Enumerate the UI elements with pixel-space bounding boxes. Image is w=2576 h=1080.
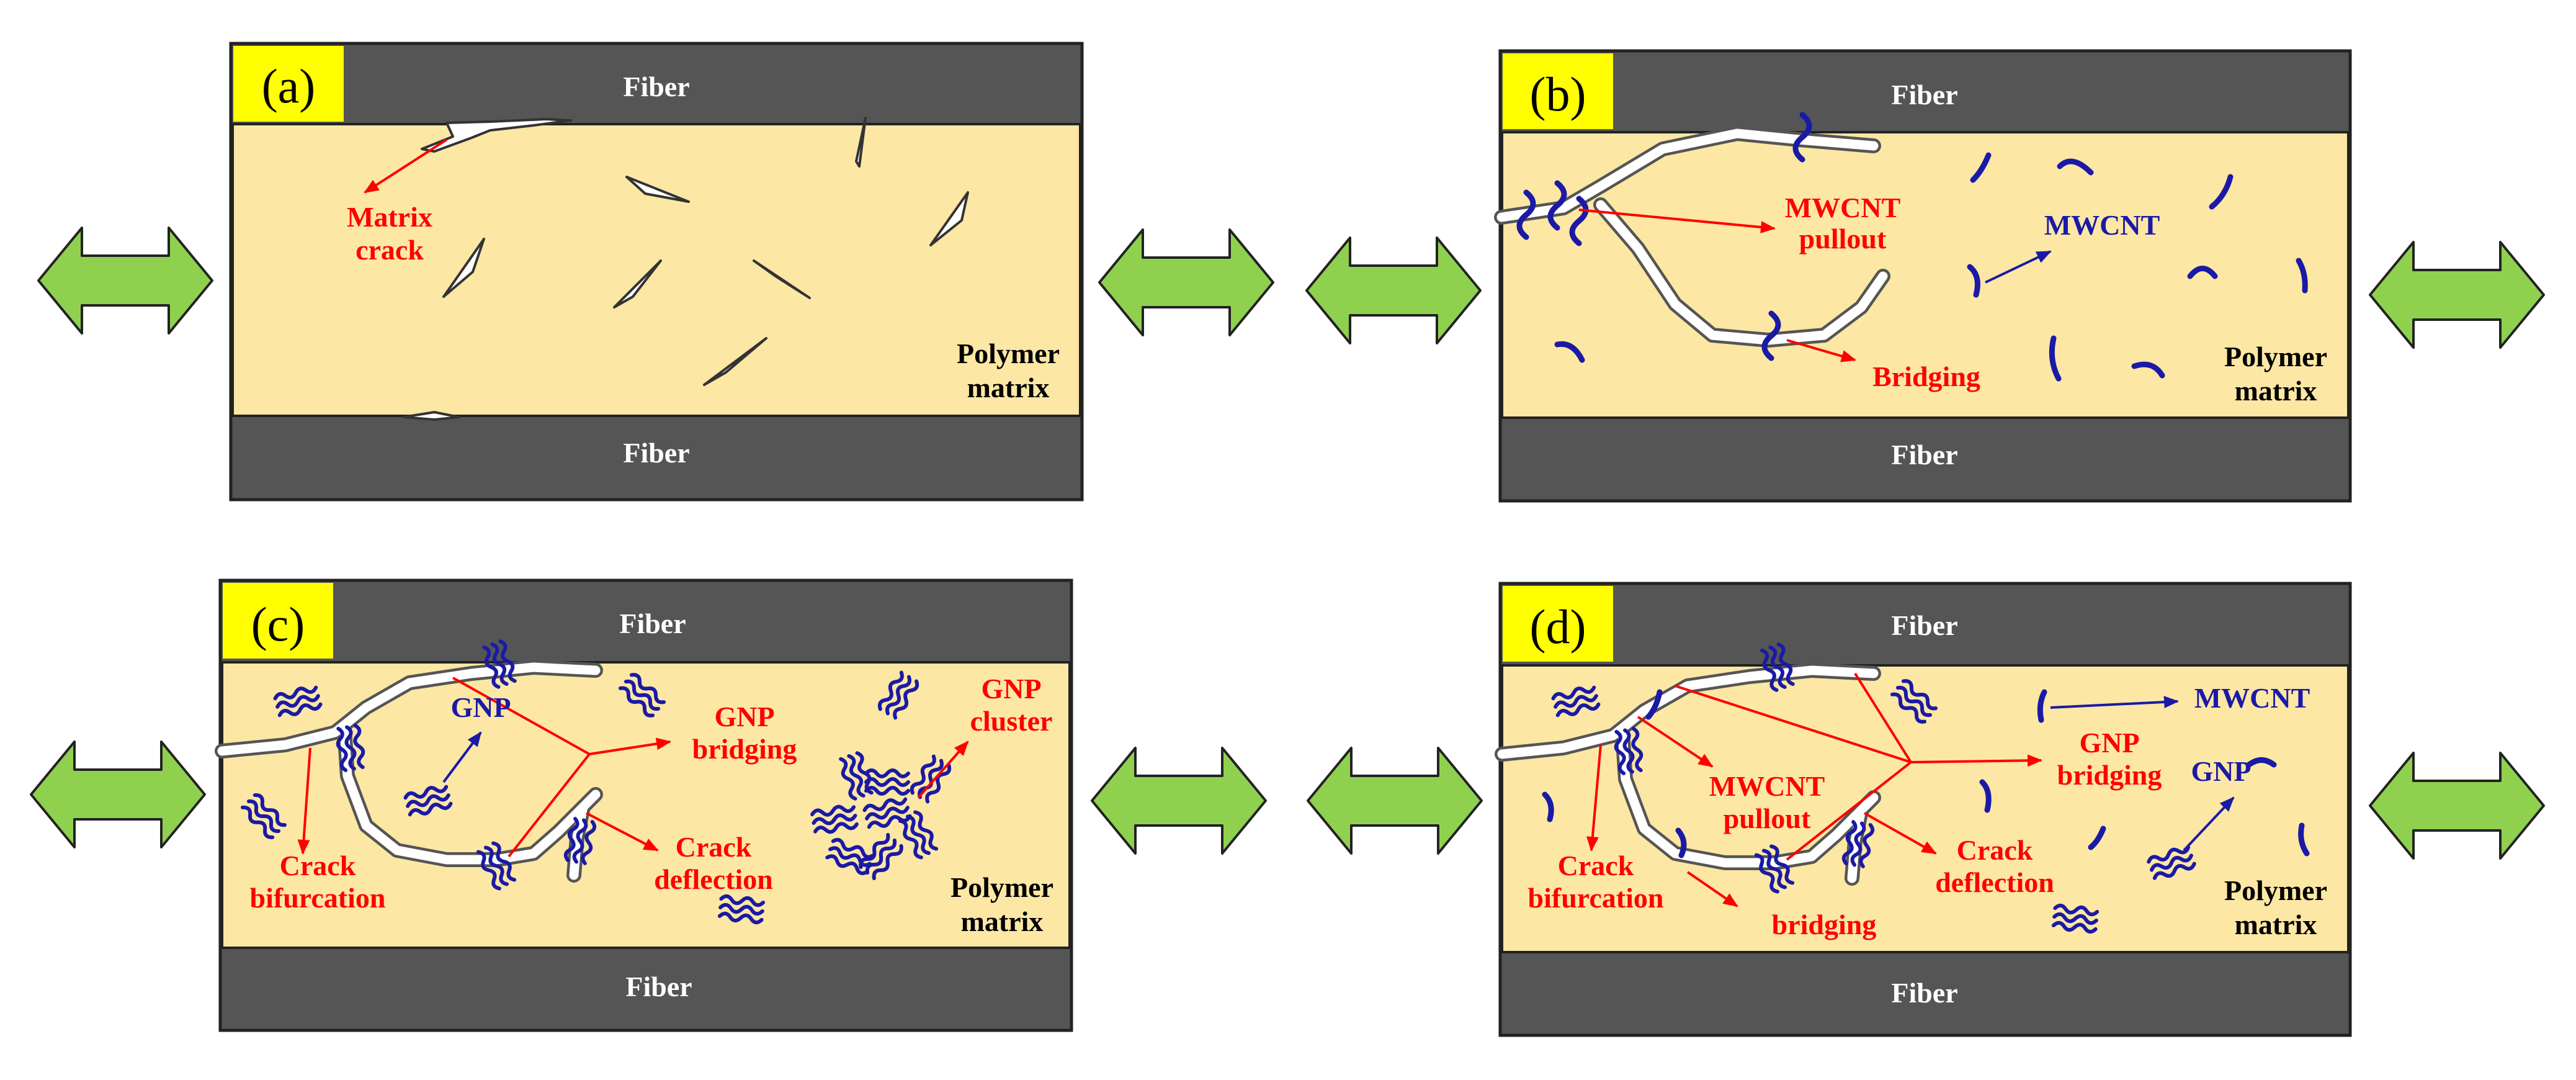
double-headed-arrow-icon bbox=[2369, 752, 2545, 860]
polymer-matrix bbox=[1501, 131, 2350, 419]
panel-d: (d) Fiber Fiber bbox=[1495, 582, 2352, 1037]
mwcnt-bridging bbox=[1516, 112, 1812, 361]
crack-deflection-label: Crack bbox=[1957, 834, 2033, 866]
mwcnt-pullout-label: MWCNT bbox=[1709, 770, 1825, 802]
double-headed-arrow-icon bbox=[1307, 747, 1483, 855]
pointer-arrow bbox=[1985, 250, 2052, 284]
microcrack bbox=[703, 337, 767, 386]
mwcnt-pullout-label: MWCNT bbox=[1785, 192, 1901, 223]
panel-b: (b) Fiber Fiber bbox=[1494, 49, 2352, 503]
pointer-arrow bbox=[1864, 812, 1937, 855]
panel-tag: (d) bbox=[1530, 600, 1586, 654]
mwcnt-pullout-label: pullout bbox=[1799, 223, 1887, 254]
pointer-arrow bbox=[442, 731, 482, 783]
pointer-arrow bbox=[589, 737, 671, 755]
pointer-arrow bbox=[297, 747, 311, 855]
microcrack bbox=[442, 238, 485, 298]
microcrack bbox=[753, 259, 811, 299]
mwcnt-label: MWCNT bbox=[2194, 682, 2310, 714]
pointer-arrow bbox=[1786, 339, 1856, 362]
pointer-arrow bbox=[1637, 716, 1714, 768]
double-headed-arrow-icon bbox=[1305, 236, 1482, 344]
double-headed-arrow-icon bbox=[2369, 241, 2545, 349]
crack-bifurcation-label: bifurcation bbox=[1528, 882, 1664, 914]
panel-tag-box bbox=[1503, 586, 1613, 662]
pointer-arrow bbox=[586, 812, 659, 852]
crack-deflection-label: deflection bbox=[654, 863, 773, 895]
polymer-matrix-label: Polymer bbox=[2224, 341, 2327, 372]
fiber-bottom-label: Fiber bbox=[1891, 439, 1957, 470]
dispersed-mwcnt bbox=[1542, 689, 2310, 858]
matrix-crack bbox=[421, 118, 572, 153]
matrix-crack-label: Matrix bbox=[347, 201, 432, 233]
polymer-matrix-label: matrix bbox=[2235, 375, 2317, 407]
pointer-arrow bbox=[917, 740, 969, 799]
gnp-bridging-label: GNP bbox=[714, 701, 774, 732]
fiber-bottom-label: Fiber bbox=[625, 971, 692, 1002]
crack-bifurcation-label: Crack bbox=[1558, 850, 1634, 881]
microcrack bbox=[625, 176, 690, 203]
gnp-cluster-label: GNP bbox=[981, 673, 1041, 704]
polymer-matrix-label: matrix bbox=[2235, 909, 2317, 940]
polymer-matrix-label: Polymer bbox=[957, 338, 1060, 369]
crack-bifurcation-label: Crack bbox=[280, 850, 356, 881]
fiber-top-label: Fiber bbox=[619, 608, 686, 639]
crack-deflection-label: deflection bbox=[1935, 866, 2054, 898]
panel-tag: (c) bbox=[251, 597, 305, 651]
polymer-matrix-label: Polymer bbox=[950, 871, 1053, 903]
microcrack bbox=[855, 117, 867, 168]
fiber-top-label: Fiber bbox=[1891, 610, 1957, 641]
polymer-matrix bbox=[231, 123, 1081, 417]
panel-tag: (b) bbox=[1530, 67, 1586, 121]
crack-deflection-label: Crack bbox=[676, 831, 752, 863]
polymer-matrix-label: matrix bbox=[967, 372, 1050, 403]
mwcnt-pullout-label: pullout bbox=[1724, 803, 1811, 834]
dispersed-mwcnt bbox=[1554, 152, 2308, 382]
gnp-bridging-label: GNP bbox=[2079, 727, 2139, 758]
pointer-arrow bbox=[1586, 744, 1602, 852]
gnp-label: GNP bbox=[2191, 755, 2251, 787]
panel-c: (c) Fiber Fiber bbox=[215, 578, 1073, 1032]
gnp-bridging-label: bridging bbox=[2057, 759, 2162, 791]
pointer-arrow bbox=[1578, 209, 1776, 233]
double-headed-arrow-icon bbox=[30, 740, 206, 848]
gnp-label: GNP bbox=[450, 691, 511, 723]
fiber-top-label: Fiber bbox=[1891, 79, 1957, 110]
crack-bifurcation-label: bifurcation bbox=[250, 882, 386, 914]
microcrack bbox=[929, 191, 969, 246]
matrix-crack bbox=[402, 411, 460, 421]
fiber-top-label: Fiber bbox=[623, 71, 689, 102]
bridging-label: Bridging bbox=[1872, 361, 1980, 392]
panel-tag-box bbox=[223, 583, 333, 659]
leader-line bbox=[452, 677, 591, 858]
pointer-arrow bbox=[2050, 696, 2179, 709]
double-headed-arrow-icon bbox=[1098, 228, 1274, 336]
pointer-arrow bbox=[1686, 871, 1738, 907]
pointer-arrow bbox=[1910, 754, 2042, 767]
mwcnt-label: MWCNT bbox=[2044, 209, 2160, 241]
fiber-bottom-label: Fiber bbox=[1891, 977, 1957, 1009]
leader-line bbox=[1675, 672, 1912, 861]
panel-tag-box bbox=[233, 46, 344, 122]
double-headed-arrow-icon bbox=[1091, 747, 1267, 855]
panel-tag-box bbox=[1503, 53, 1613, 129]
bridging-label: bridging bbox=[1772, 909, 1877, 940]
polymer-matrix-label: matrix bbox=[961, 906, 1044, 937]
gnp-bridging-label: bridging bbox=[692, 733, 797, 765]
microcrack bbox=[613, 259, 662, 308]
pointer-arrow bbox=[364, 138, 448, 194]
polymer-matrix-label: Polymer bbox=[2224, 875, 2327, 906]
matrix-crack-label: crack bbox=[356, 234, 424, 266]
gnp-cluster-label: cluster bbox=[970, 705, 1053, 737]
pointer-arrow bbox=[2183, 796, 2235, 852]
fiber-bottom-label: Fiber bbox=[623, 437, 689, 469]
panel-tag: (a) bbox=[262, 59, 316, 113]
panel-a: (a) Fiber Fiber Matrix crack Polymer mat… bbox=[229, 42, 1084, 502]
double-headed-arrow-icon bbox=[37, 227, 213, 335]
